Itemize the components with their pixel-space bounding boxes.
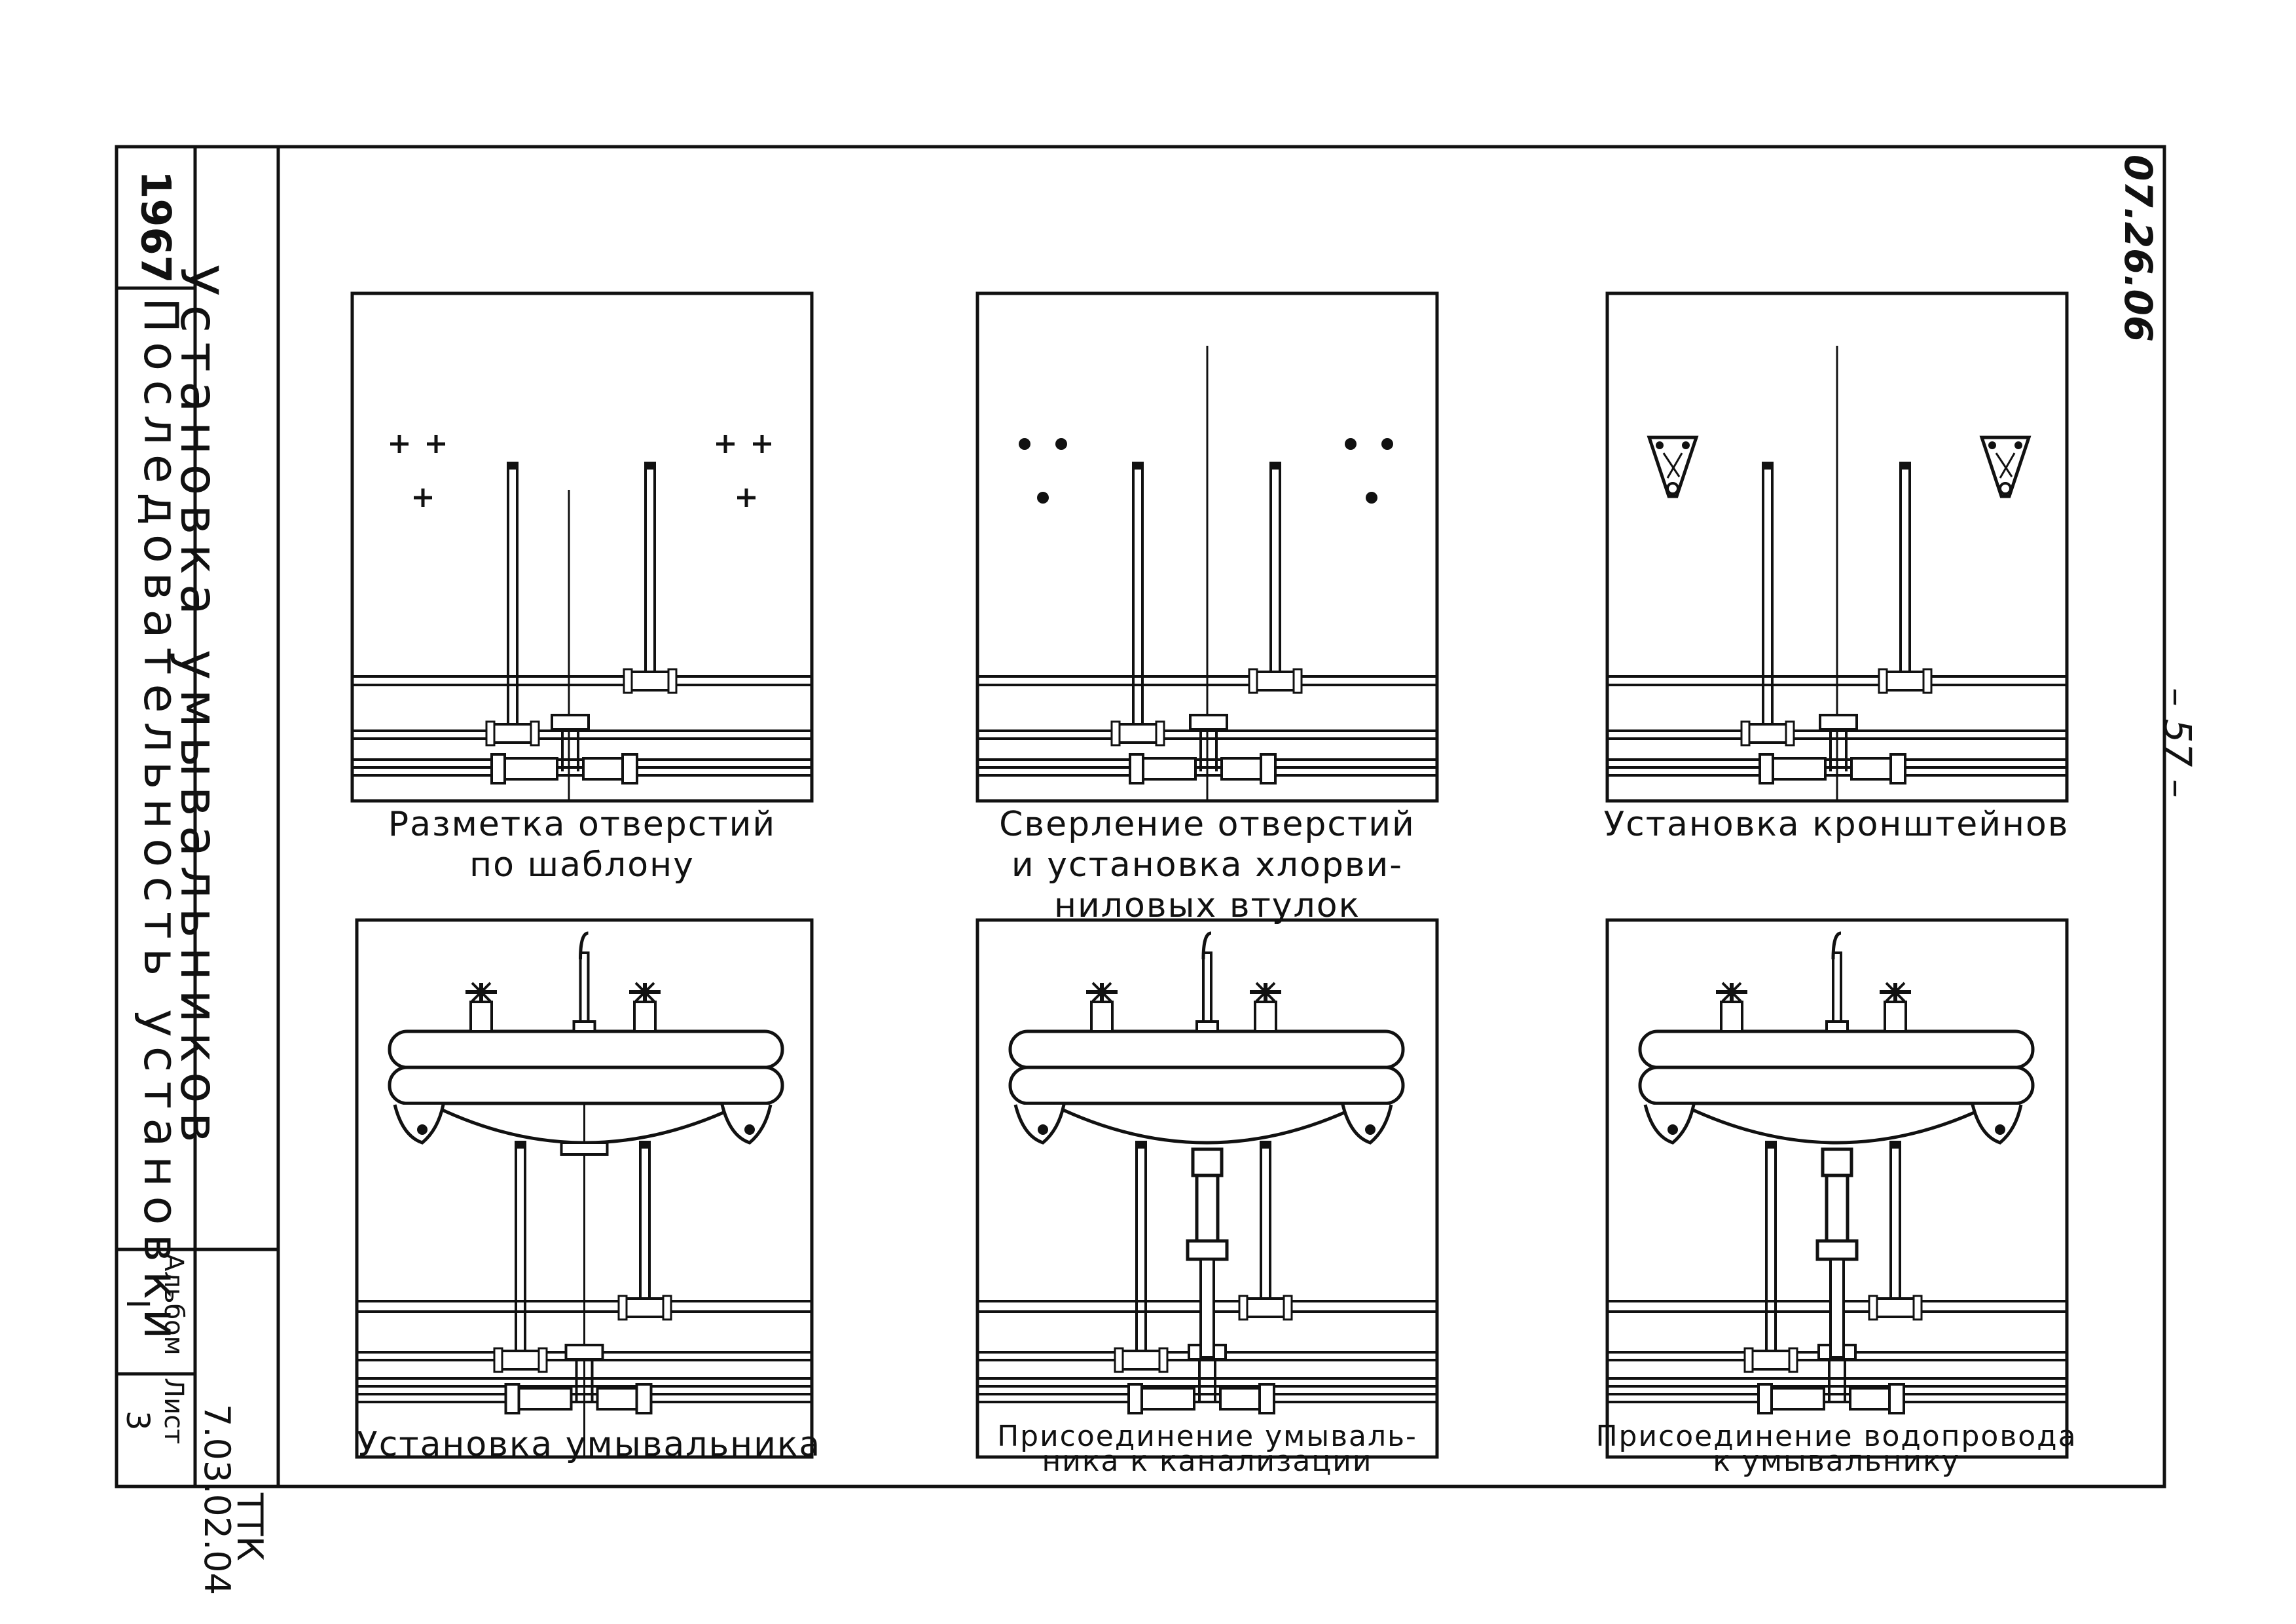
step-caption: Присоединение умываль-ника к канализации: [969, 1420, 1446, 1478]
caption-line: Разметка отверстий: [388, 805, 776, 844]
cross-mark-icon: [427, 435, 445, 453]
water-tap-icon: [629, 982, 661, 1033]
caption-line: и установка хлорви-: [1011, 845, 1404, 885]
washbasin: [388, 931, 784, 1145]
drain-siphon-icon: [1815, 1147, 1859, 1359]
caption-line: ниловых втулок: [1053, 886, 1361, 925]
water-tap-icon: [1086, 982, 1118, 1033]
panel-frame: [975, 918, 1439, 1459]
wall-bracket-icon: [1647, 435, 1699, 498]
washbasin: [1008, 931, 1405, 1145]
water-tap-icon: [1880, 982, 1911, 1033]
cross-mark-icon: [716, 435, 735, 453]
wall-bracket-icon: [1979, 435, 2032, 498]
step-caption: Установка умывальника: [357, 1424, 822, 1465]
step-panel-6: [1605, 918, 2069, 1459]
step-panel-5: [975, 918, 1439, 1459]
step-panel-1: [350, 291, 814, 803]
mixer-faucet-icon: [1825, 931, 1849, 1033]
drilled-hole-icon: [1019, 438, 1030, 450]
mixer-faucet-icon: [572, 931, 596, 1033]
caption-line: Присоединение водопровода: [1595, 1420, 2077, 1453]
panel-frame: [1605, 918, 2069, 1459]
cross-mark-icon: [390, 435, 409, 453]
caption-line: ника к канализации: [1042, 1445, 1373, 1478]
mixer-faucet-icon: [1195, 931, 1219, 1033]
water-tap-icon: [1716, 982, 1747, 1033]
washbasin: [1638, 931, 2035, 1145]
caption-line: к умывальнику: [1713, 1445, 1960, 1478]
step-panel-3: [1605, 291, 2069, 803]
water-tap-icon: [465, 982, 497, 1033]
step-panel-4: [355, 918, 814, 1459]
sheet-frame: [115, 145, 2166, 1488]
cross-mark-icon: [737, 489, 756, 507]
cross-mark-icon: [414, 489, 432, 507]
cross-mark-icon: [753, 435, 771, 453]
caption-line: по шаблону: [469, 845, 695, 885]
drilled-hole-icon: [1381, 438, 1393, 450]
caption-line: Присоединение умываль-: [997, 1420, 1417, 1453]
caption-line: Установка умывальника: [357, 1425, 822, 1464]
drilled-hole-icon: [1345, 438, 1357, 450]
caption-line: Установка кронштейнов: [1603, 805, 2069, 844]
caption-line: Сверление отверстий: [999, 805, 1415, 844]
drilled-hole-icon: [1037, 492, 1049, 504]
panel-frame: [350, 291, 814, 803]
drilled-hole-icon: [1366, 492, 1377, 504]
drilled-hole-icon: [1055, 438, 1067, 450]
water-tap-icon: [1250, 982, 1281, 1033]
step-caption: Установка кронштейнов: [1597, 804, 2075, 845]
step-panel-2: [975, 291, 1439, 803]
drain-siphon-icon: [1186, 1147, 1229, 1359]
